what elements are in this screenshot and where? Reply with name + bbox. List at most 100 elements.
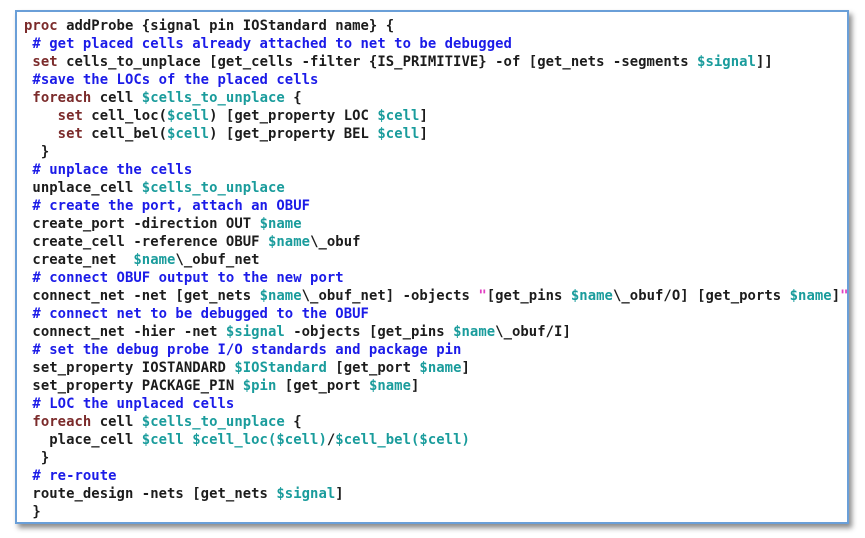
code-line: foreach cell $cells_to_unplace {: [24, 413, 849, 431]
code-listing-box: proc addProbe {signal pin IOStandard nam…: [15, 10, 849, 524]
variable-token: $name: [789, 288, 832, 304]
code-text-token: }: [24, 450, 50, 466]
code-text-token: \_obuf_net: [175, 252, 260, 268]
variable-token: $name: [133, 252, 176, 268]
code-line: # create the port, attach an OBUF: [24, 197, 849, 215]
variable-token: $cells_to_unplace: [141, 414, 285, 430]
code-text-token: ]]: [755, 54, 773, 70]
code-line: }: [24, 143, 849, 161]
code-text-token: create_cell -reference OBUF: [24, 234, 268, 250]
variable-token: $cell: [167, 108, 210, 124]
comment-token: # connect net to be debugged to the OBUF: [24, 306, 369, 322]
code-text-token: cells_to_unplace [get_cells -filter {IS_…: [57, 54, 698, 70]
code-line: #save the LOCs of the placed cells: [24, 71, 849, 89]
code-text-token: [get_port: [326, 360, 420, 376]
quote-token: ": [478, 288, 487, 304]
comment-token: #save the LOCs of the placed cells: [24, 72, 319, 88]
code-text-token: ) [get_property BEL: [209, 126, 378, 142]
code-text-token: cell_bel(: [82, 126, 168, 142]
code-line: # get placed cells already attached to n…: [24, 35, 849, 53]
code-line: foreach cell $cells_to_unplace {: [24, 89, 849, 107]
code-text-token: cell: [91, 414, 142, 430]
variable-token: $pin: [242, 378, 277, 394]
variable-token: $name: [570, 288, 613, 304]
code-text-token: create_port -direction OUT: [24, 216, 260, 232]
code-text-token: \_obuf_net] -objects: [301, 288, 479, 304]
variable-token: $name: [419, 360, 462, 376]
comment-token: # unplace the cells: [24, 162, 193, 178]
code-text-token: route_design -nets [get_nets: [24, 486, 277, 502]
code-line: set_property IOSTANDARD $IOStandard [get…: [24, 359, 849, 377]
code-line: }: [24, 503, 849, 521]
code-text-token: ) [get_property LOC: [209, 108, 378, 124]
code-line: # connect net to be debugged to the OBUF: [24, 305, 849, 323]
keyword-token: set: [24, 108, 83, 124]
code-text-token: [get_port: [276, 378, 369, 394]
variable-token: $cell_bel($cell): [335, 432, 470, 448]
code-text-token: {: [284, 414, 302, 430]
code-text-token: -objects [get_pins: [284, 324, 454, 340]
code-text-token: [get_pins: [486, 288, 571, 304]
code-text-token: ]: [411, 378, 420, 394]
keyword-token: set: [24, 126, 83, 142]
code-text-token: \_obuf/I]: [495, 324, 571, 340]
code-text-token: }: [24, 504, 41, 520]
variable-token: $signal: [225, 324, 285, 340]
variable-token: $cell: [167, 126, 210, 142]
code-line: proc addProbe {signal pin IOStandard nam…: [24, 17, 849, 35]
code-text-token: set_property PACKAGE_PIN: [24, 378, 243, 394]
code-text-token: create_net: [24, 252, 134, 268]
code-text-token: }: [24, 144, 50, 160]
variable-token: $signal: [276, 486, 336, 502]
variable-token: $name: [259, 288, 302, 304]
code-text-token: \_obuf/O] [get_ports: [612, 288, 790, 304]
variable-token: $IOStandard: [234, 360, 327, 376]
variable-token: $name: [453, 324, 496, 340]
code-text-token: ]: [461, 360, 470, 376]
code-line: set cell_loc($cell) [get_property LOC $c…: [24, 107, 849, 125]
code-text-token: unplace_cell: [24, 180, 142, 196]
keyword-token: foreach: [24, 90, 92, 106]
code-line: route_design -nets [get_nets $signal]: [24, 485, 849, 503]
comment-token: # re-route: [24, 468, 117, 484]
code-text-token: ]: [419, 108, 428, 124]
keyword-token: foreach: [24, 414, 92, 430]
keyword-token: set: [24, 54, 58, 70]
code-line: set cell_bel($cell) [get_property BEL $c…: [24, 125, 849, 143]
code-text-token: /: [326, 432, 336, 448]
comment-token: # create the port, attach an OBUF: [24, 198, 311, 214]
code-line: set cells_to_unplace [get_cells -filter …: [24, 53, 849, 71]
variable-token: $cell $cell_loc($cell): [141, 432, 327, 448]
code-line: create_cell -reference OBUF $name\_obuf: [24, 233, 849, 251]
variable-token: $name: [259, 216, 302, 232]
keyword-token: proc: [24, 18, 58, 34]
quote-token: ": [840, 288, 849, 304]
code-line: create_port -direction OUT $name: [24, 215, 849, 233]
code-text-token: cell: [91, 90, 142, 106]
comment-token: # connect OBUF output to the new port: [24, 270, 344, 286]
code-line: # LOC the unplaced cells: [24, 395, 849, 413]
comment-token: # get placed cells already attached to n…: [24, 36, 512, 52]
code-line: create_net $name\_obuf_net: [24, 251, 849, 269]
code-line: set_property PACKAGE_PIN $pin [get_port …: [24, 377, 849, 395]
code-line: unplace_cell $cells_to_unplace: [24, 179, 849, 197]
code-text-token: set_property IOSTANDARD: [24, 360, 235, 376]
code-line: # connect OBUF output to the new port: [24, 269, 849, 287]
variable-token: $cells_to_unplace: [141, 90, 285, 106]
variable-token: $signal: [697, 54, 756, 70]
variable-token: $name: [267, 234, 311, 250]
variable-token: $cells_to_unplace: [141, 180, 285, 196]
code-text-token: ]: [831, 288, 841, 304]
tcl-code-block: proc addProbe {signal pin IOStandard nam…: [24, 17, 849, 521]
comment-token: # set the debug probe I/O standards and …: [24, 342, 462, 358]
code-text-token: \_obuf: [310, 234, 361, 250]
code-line: connect_net -net [get_nets $name\_obuf_n…: [24, 287, 849, 305]
code-line: # re-route: [24, 467, 849, 485]
code-line: connect_net -hier -net $signal -objects …: [24, 323, 849, 341]
code-text-token: ]: [335, 486, 344, 502]
variable-token: $cell: [377, 108, 420, 124]
code-line: }: [24, 449, 849, 467]
code-line: place_cell $cell $cell_loc($cell)/$cell_…: [24, 431, 849, 449]
code-text-token: cell_loc(: [82, 108, 168, 124]
code-text-token: place_cell: [24, 432, 142, 448]
